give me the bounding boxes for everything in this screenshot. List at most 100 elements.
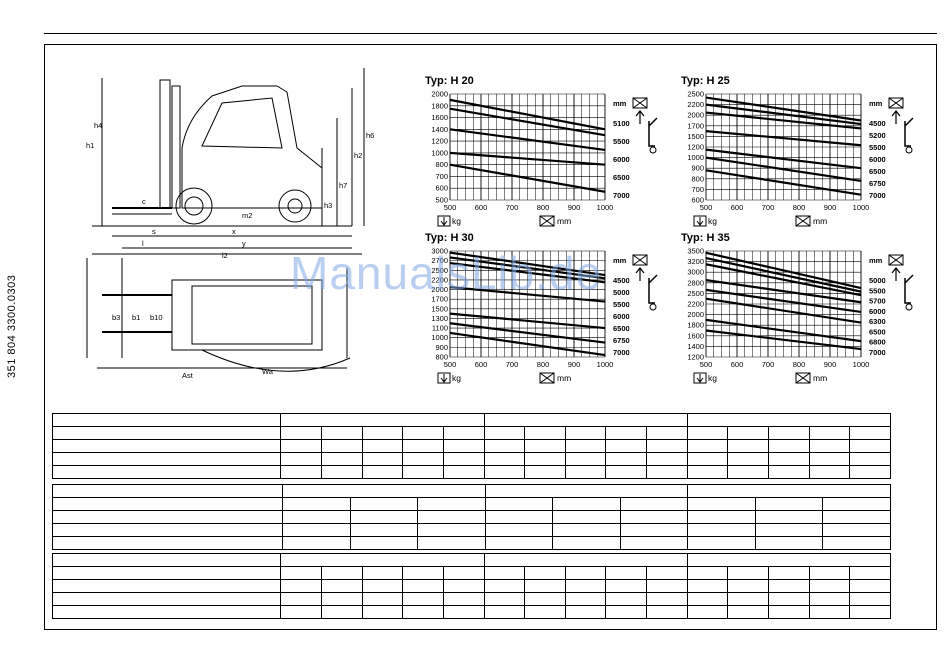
table-cell	[483, 579, 526, 593]
table-cell	[727, 566, 770, 580]
y-tick-label: 800	[435, 353, 448, 362]
dim-wa: Wa	[262, 367, 274, 376]
series-line-6000	[705, 279, 862, 304]
table-row	[51, 579, 891, 593]
weight-arrow-icon	[440, 217, 448, 226]
y-tick-label: 3500	[687, 247, 704, 256]
table-cell	[727, 605, 770, 619]
x-tick-label: 1000	[597, 203, 614, 212]
table-cell	[686, 452, 729, 466]
table-cell	[402, 465, 444, 479]
series-line-6800	[705, 318, 862, 343]
table-cell	[768, 439, 810, 453]
table-cell	[402, 426, 444, 440]
table-cell	[417, 510, 486, 524]
y-unit-label: mm	[869, 256, 883, 265]
table-cell	[51, 566, 282, 580]
table-cell	[687, 536, 756, 550]
table-cell	[442, 426, 485, 440]
dim-ast: Ast	[182, 371, 194, 380]
y-tick-label: 2200	[687, 300, 704, 309]
chart-title: Typ: H 25	[681, 75, 730, 87]
table-cell	[727, 426, 770, 440]
table-cell	[727, 452, 770, 466]
table-cell	[51, 413, 282, 427]
series-line-6000	[449, 286, 606, 303]
table-cell	[484, 484, 689, 498]
table-cell	[402, 579, 444, 593]
mast-wheel-icon	[905, 303, 913, 311]
x-unit-label: kg	[452, 216, 461, 226]
table-row	[51, 592, 891, 606]
spec-table-3	[51, 553, 892, 619]
table-cell	[822, 536, 891, 550]
table-cell	[280, 465, 322, 479]
table-cell	[808, 592, 851, 606]
y-unit-label: mm	[869, 99, 883, 108]
table-cell	[524, 439, 566, 453]
table-cell	[320, 579, 363, 593]
table-cell	[564, 465, 607, 479]
table-cell	[524, 566, 566, 580]
x-tick-label: 600	[731, 203, 744, 212]
table-cell	[402, 605, 444, 619]
series-line-6500	[449, 312, 606, 330]
series-label: 6000	[613, 312, 630, 321]
y-tick-label: 1700	[687, 121, 704, 130]
table-cell	[808, 465, 851, 479]
table-cell	[361, 579, 404, 593]
table-cell	[564, 605, 607, 619]
table-cell	[280, 452, 322, 466]
y-tick-label: 2000	[687, 111, 704, 120]
weight-icon	[437, 215, 451, 227]
table-cell	[686, 592, 729, 606]
table-cell	[320, 426, 363, 440]
table-cell	[808, 452, 851, 466]
table-cell	[687, 497, 756, 511]
table-cell	[402, 439, 444, 453]
table-cell	[808, 439, 851, 453]
series-line-6000	[449, 128, 606, 152]
y-tick-label: 3000	[687, 268, 704, 277]
y-tick-label: 1400	[431, 125, 448, 134]
table-cell	[349, 497, 419, 511]
table-cell	[727, 592, 770, 606]
series-label: 6000	[869, 155, 886, 164]
table-cell	[484, 510, 554, 524]
x-tick-label: 600	[475, 203, 488, 212]
series-label: 5500	[613, 300, 630, 309]
series-label: 6750	[869, 179, 886, 188]
table-cell	[849, 439, 891, 453]
spec-table-2	[52, 484, 891, 550]
distance-box-icon	[795, 215, 811, 227]
table-cell	[51, 579, 282, 593]
series-label: 5500	[869, 143, 886, 152]
chart-grid	[449, 250, 606, 358]
table-cell	[524, 605, 566, 619]
dim-b10: b10	[150, 313, 163, 322]
table-cell	[686, 579, 729, 593]
chart-svg: Typ: H 351200140016001800200022002500280…	[681, 232, 914, 384]
table-cell	[417, 536, 486, 550]
table-cell	[619, 536, 689, 550]
table-header-row	[51, 413, 892, 427]
series-label: 4500	[869, 119, 886, 128]
table-cell	[564, 439, 607, 453]
table-cell	[52, 510, 283, 524]
table-cell	[51, 439, 282, 453]
y-tick-label: 600	[435, 184, 448, 193]
series-label: 7000	[613, 348, 630, 357]
table-row	[51, 426, 891, 440]
table-cell	[524, 452, 566, 466]
series-label: 5500	[869, 286, 886, 295]
dim-h6: h6	[366, 131, 374, 140]
x-tick-label: 900	[568, 203, 581, 212]
lift-arrow-icon	[891, 110, 901, 124]
table-cell	[280, 605, 322, 619]
table-cell	[281, 497, 351, 511]
y-tick-label: 1200	[431, 137, 448, 146]
dim-h2: h2	[354, 151, 362, 160]
page-frame	[44, 44, 937, 630]
